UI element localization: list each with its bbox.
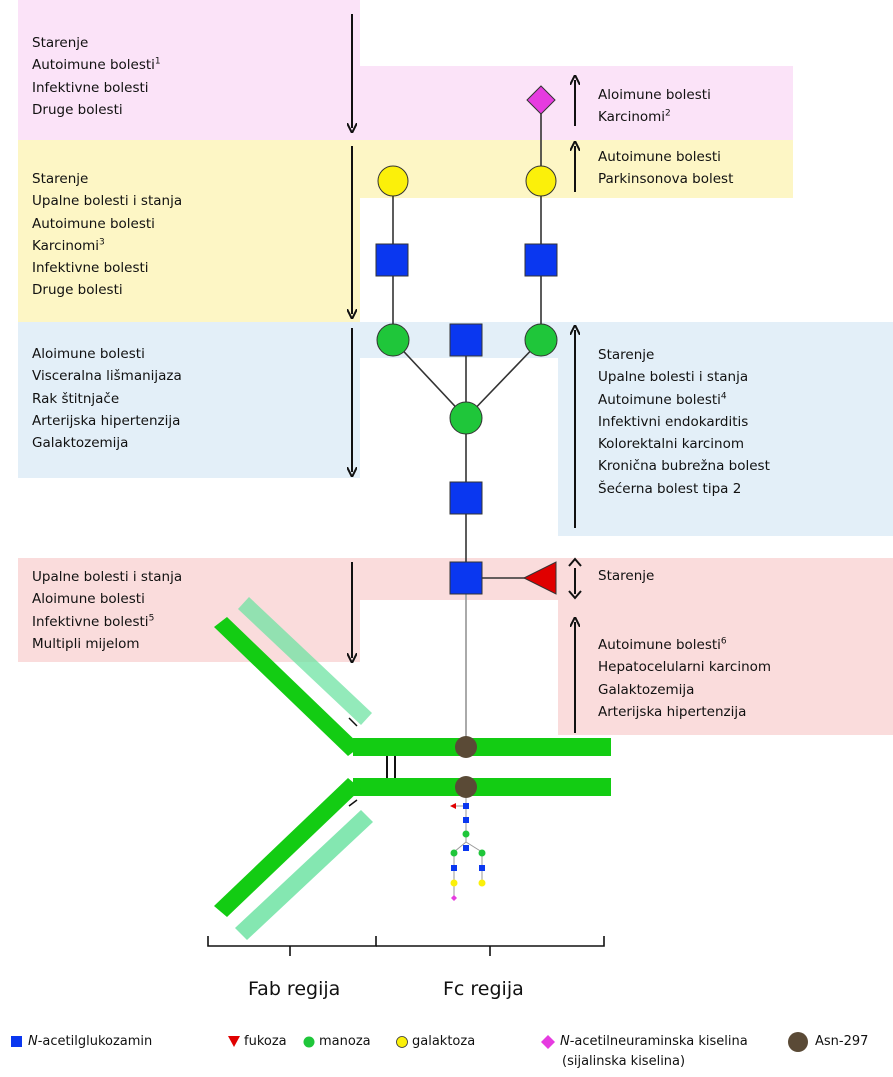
legend-mannose: manoza (319, 1034, 371, 1049)
red-right-bottom-list: Autoimune bolesti6 Hepatocelularni karci… (598, 634, 771, 723)
fc-region-label: Fc regija (443, 978, 524, 1000)
blue-left-list: Aloimune bolesti Visceralna lišmanijaza … (32, 343, 182, 454)
legend-sialic-diamond (541, 1035, 555, 1049)
mannose-circle-right (524, 323, 558, 357)
legend-glcnac: N-acetilglukozamin (28, 1034, 152, 1049)
asn297-bottom (455, 776, 477, 798)
pink-left-item: Infektivne bolesti (32, 79, 149, 96)
heavy-chain-top-left (214, 617, 361, 756)
blue-right-item: Šećerna bolest tipa 2 (598, 480, 742, 497)
legend-asn-circle (788, 1032, 808, 1052)
red-left-list: Upalne bolesti i stanja Aloimune bolesti… (32, 566, 182, 655)
blue-left-item: Visceralna lišmanijaza (32, 368, 182, 385)
fucose-triangle (522, 561, 557, 595)
red-right-item: Hepatocelularni karcinom (598, 659, 772, 676)
legend-glcnac-label: -acetilglukozamin (37, 1034, 153, 1049)
blue-left-item: Arterijska hipertenzija (32, 412, 181, 429)
blue-right-list: Starenje Upalne bolesti i stanja Autoimu… (598, 344, 770, 500)
legend-mannose-circle (303, 1036, 315, 1048)
yellow-right-item: Parkinsonova bolest (598, 171, 734, 188)
blue-right-item: Autoimune bolesti4 (598, 391, 727, 408)
legend-galactose: galaktoza (412, 1034, 476, 1049)
yellow-left-item: Autoimune bolesti (32, 215, 155, 232)
blue-band-right (558, 322, 893, 536)
pink-band-left (18, 0, 360, 140)
yellow-left-item: Starenje (32, 171, 89, 187)
red-right-item: Starenje (598, 568, 655, 584)
mannose-circle-core (449, 401, 483, 435)
pink-right-item: Karcinomi2 (598, 108, 671, 126)
blue-right-item: Infektivni endokarditis (598, 413, 749, 430)
legend-sialic-label: -acetilneuraminska kiselina (569, 1034, 748, 1049)
sialic-acid-diamond (526, 85, 556, 115)
yellow-left-item: Druge bolesti (32, 282, 123, 299)
legend-glcnac-italic: N (28, 1034, 38, 1049)
legend-sialic-italic: N (560, 1034, 570, 1049)
yellow-right-item: Autoimune bolesti (598, 149, 721, 165)
legend-sialic-subtitle: (sijalinska kiselina) (562, 1054, 686, 1069)
red-right-top-list: Starenje (598, 565, 654, 587)
pink-right-list: Aloimune bolesti Karcinomi2 (598, 84, 711, 129)
blue-right-item: Upalne bolesti i stanja (598, 369, 749, 386)
light-chain-top-left (238, 597, 372, 725)
asn297-top (455, 736, 477, 758)
blue-right-item: Kolorektalni karcinom (598, 436, 744, 453)
glcnac-bisecting-square (449, 323, 483, 357)
blue-right-item: Starenje (598, 347, 655, 363)
yellow-right-list: Autoimune bolesti Parkinsonova bolest (598, 146, 733, 191)
red-band-left (18, 558, 360, 662)
pink-left-item: Autoimune bolesti1 (32, 56, 161, 74)
red-left-item: Aloimune bolesti (32, 591, 145, 608)
blue-left-item: Galaktozemija (32, 435, 129, 452)
arrow-double-head-down (568, 590, 582, 600)
arrow-double-head-up (568, 557, 582, 567)
pink-left-list: Starenje Autoimune bolesti1 Infektivne b… (32, 32, 161, 121)
legend-fucose: fukoza (244, 1034, 287, 1049)
yellow-left-list: Starenje Upalne bolesti i stanja Autoimu… (32, 168, 182, 302)
red-right-item: Galaktozemija (598, 681, 695, 698)
light-heavy-bond (348, 717, 358, 727)
light-chain-bottom-left (235, 810, 373, 940)
yellow-left-item: Karcinomi3 (32, 237, 105, 254)
mini-glycan (450, 798, 486, 901)
pink-left-item: Starenje (32, 35, 89, 51)
glcnac-square (375, 243, 409, 277)
blue-left-item: Rak štitnjače (32, 390, 120, 407)
galactose-circle-left (377, 165, 409, 197)
red-left-item: Multipli mijelom (32, 635, 140, 652)
heavy-chain-bottom (353, 778, 611, 796)
blue-band-left (18, 322, 360, 478)
yellow-band-left (18, 140, 360, 322)
pink-left-item: Druge bolesti (32, 101, 123, 118)
fab-region-label: Fab regija (248, 978, 341, 1000)
yellow-left-item: Infektivne bolesti (32, 260, 149, 277)
glcnac-square (449, 481, 483, 515)
fc-brace (376, 936, 605, 956)
red-band-right (558, 558, 893, 735)
light-heavy-bond (348, 799, 358, 807)
legend-fucose-triangle (228, 1036, 240, 1047)
legend-galactose-circle (396, 1036, 408, 1048)
legend-asn: Asn-297 (815, 1034, 869, 1049)
galactose-circle-right (525, 165, 557, 197)
fab-brace (207, 936, 377, 956)
yellow-left-item: Upalne bolesti i stanja (32, 193, 183, 210)
glcnac-square (524, 243, 558, 277)
blue-right-item: Kronična bubrežna bolest (598, 458, 770, 475)
legend-glcnac-square (11, 1036, 22, 1047)
heavy-chain-bottom-left (214, 778, 361, 917)
blue-left-item: Aloimune bolesti (32, 346, 145, 362)
red-left-item: Infektivne bolesti5 (32, 613, 155, 630)
pink-right-item: Aloimune bolesti (598, 87, 711, 103)
legend-sialic: N-acetilneuraminska kiselina (560, 1034, 748, 1049)
red-left-item: Upalne bolesti i stanja (32, 569, 183, 585)
red-right-item: Autoimune bolesti6 (598, 636, 727, 653)
glcnac-core-square (449, 561, 483, 595)
mannose-circle-left (376, 323, 410, 357)
red-right-item: Arterijska hipertenzija (598, 703, 747, 720)
heavy-chain-top (353, 738, 611, 756)
